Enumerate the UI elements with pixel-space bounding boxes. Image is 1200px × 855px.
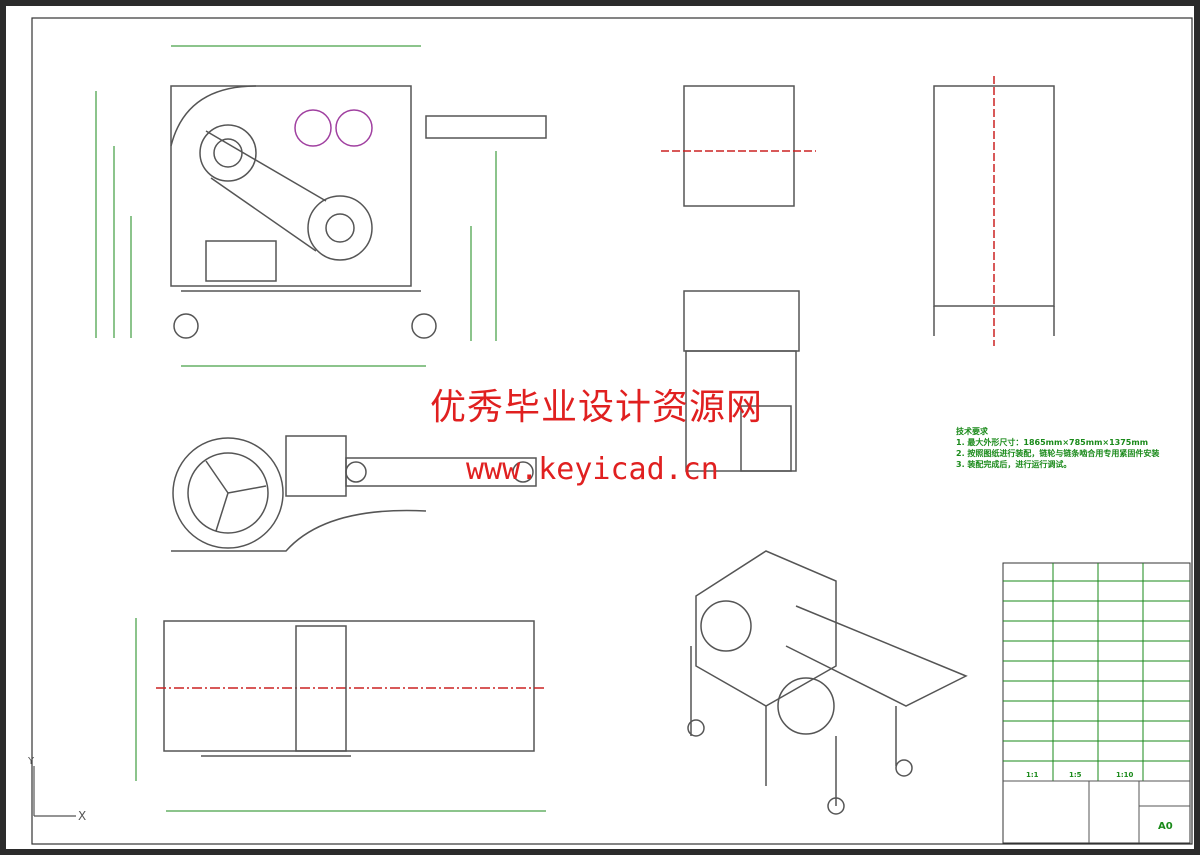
ucs-icon [33,766,76,817]
isometric-view [687,550,968,815]
tech-req-title: 技术要求 [956,427,988,436]
drawing-sheet: X Y 优秀毕业设计资源网 www.keyicad.cn 技术要求 1. 最大外… [6,6,1194,849]
front-view [170,85,547,339]
left-view [661,85,816,472]
watermark-url[interactable]: www.keyicad.cn [466,452,719,487]
cad-drawing: X Y [27,17,1193,845]
top-view [171,435,537,552]
technical-requirements: 技术要求 1. 最大外形尺寸：1865mm×785mm×1375mm 2. 按照… [956,426,1159,470]
ucs-y-label: Y [27,756,35,767]
scale-3: 1:10 [1116,771,1134,779]
scale-2: 1:5 [1069,771,1082,779]
title-block [1002,562,1191,844]
border-frame [31,17,1193,845]
plan-view [156,620,546,757]
tech-req-item: 3. 装配完成后，进行运行调试。 [956,460,1072,469]
scale-1: 1:1 [1026,771,1039,779]
right-view [933,76,1055,346]
ucs-x-label: X [78,809,86,823]
tech-req-item: 2. 按照图纸进行装配，链轮与链条啮合用专用紧固件安装 [956,449,1160,458]
front-dimensions [95,45,497,367]
sheet-size: A0 [1158,821,1173,832]
plan-dimensions [135,618,546,812]
watermark-title: 优秀毕业设计资源网 [430,387,764,428]
tech-req-item: 1. 最大外形尺寸：1865mm×785mm×1375mm [956,438,1149,447]
